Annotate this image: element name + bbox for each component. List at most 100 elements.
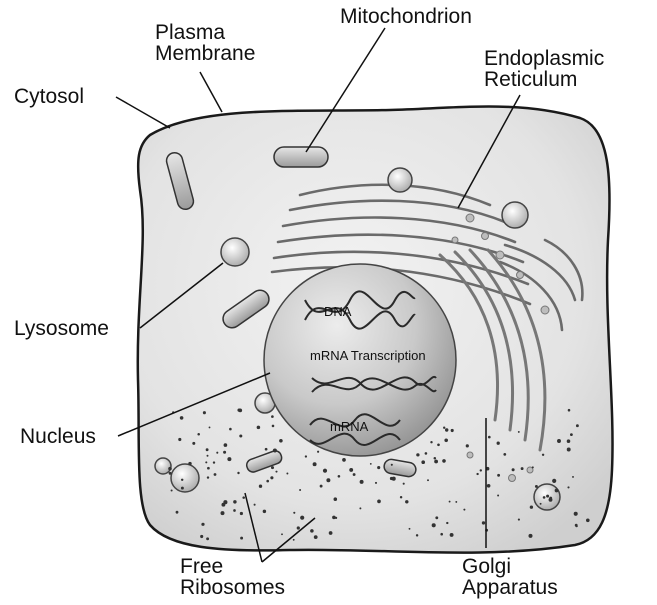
ribosome-dot xyxy=(392,477,396,481)
label-free-ribosomes: Free Ribosomes xyxy=(180,556,285,598)
ribosome-dot xyxy=(528,534,532,538)
ribosome-dot xyxy=(310,529,314,533)
ribosome-dot xyxy=(442,459,446,463)
ribosome-dot xyxy=(444,439,448,443)
ribosome-dot xyxy=(567,439,571,443)
ribosome-dot xyxy=(353,473,356,476)
label-golgi-apparatus: Golgi Apparatus xyxy=(462,556,558,598)
ribosome-dot xyxy=(466,444,469,447)
ribosome-dot xyxy=(450,533,454,537)
ribosome-dot xyxy=(338,475,341,478)
ribosome-dot xyxy=(532,466,534,468)
ribosome-dot xyxy=(377,466,380,469)
ribosome-dot xyxy=(273,448,277,452)
ribosome-dot xyxy=(518,431,520,433)
ribosome-dot xyxy=(480,469,482,471)
ribosome-dot xyxy=(227,457,231,461)
ribosome-dot xyxy=(342,458,346,462)
ribosome-dot xyxy=(275,471,277,473)
ribosome-dot xyxy=(271,415,274,418)
ribosome-dot xyxy=(370,463,372,465)
label-nucleus: Nucleus xyxy=(20,426,96,447)
ribosome-dot xyxy=(201,524,203,526)
label-plasma-membrane: Plasma Membrane xyxy=(155,22,255,64)
ribosome-dot xyxy=(451,429,454,432)
ribosome-dot xyxy=(543,496,546,499)
ribosome-dot xyxy=(497,442,500,445)
ribosome-dot xyxy=(567,448,571,452)
ribosome-dot xyxy=(497,474,500,477)
ribosome-dot xyxy=(552,479,556,483)
ribosome-dot xyxy=(203,411,206,414)
ribosome-dot xyxy=(575,525,577,527)
ribosome-dot xyxy=(435,516,438,519)
ribosome-dot xyxy=(432,523,436,527)
ribosome-dot xyxy=(178,438,181,441)
ribosome-dot xyxy=(314,535,318,539)
ribosome-dot xyxy=(207,476,209,478)
label-endoplasmic-reticulum: Endoplasmic Reticulum xyxy=(484,48,604,90)
ribosome-dot xyxy=(293,539,295,541)
ribosome-dot xyxy=(317,451,319,453)
ribosome-dot xyxy=(434,457,437,460)
ribosome-dot xyxy=(214,473,217,476)
ribosome-dot xyxy=(299,489,301,491)
ribosome-dot xyxy=(375,482,377,484)
ribosome-dot xyxy=(209,426,211,428)
ribosome-dot xyxy=(512,468,515,471)
ribosome-dot xyxy=(403,483,405,485)
ribosome-dot xyxy=(237,472,239,474)
ribosome-dot xyxy=(207,467,210,470)
ribosome-dot xyxy=(332,516,336,520)
ribosome-dot xyxy=(223,451,226,454)
ribosome-dot xyxy=(568,409,571,412)
ribosome-dot xyxy=(455,501,457,503)
ribosome-dot xyxy=(213,461,215,463)
mrna-transcription-label: mRNA Transcription xyxy=(310,348,426,363)
ribosome-dot xyxy=(197,433,200,436)
ribosome-dot xyxy=(555,489,559,493)
ribosome-dot xyxy=(482,521,485,524)
ribosome-dot xyxy=(240,512,243,515)
ribosome-dot xyxy=(286,473,288,475)
ribosome-dot xyxy=(359,507,361,509)
dna-label: DNA xyxy=(324,304,352,319)
ribosome-dot xyxy=(180,416,184,420)
ribosome-dot xyxy=(377,500,381,504)
ribosome-dot xyxy=(574,512,578,516)
ribosome-dot xyxy=(305,455,307,457)
ribosome-dot xyxy=(181,479,183,481)
ribosome-dot xyxy=(497,495,499,497)
ribosome-dot xyxy=(293,512,295,514)
ribosome-dot xyxy=(297,526,300,529)
mrna-label: mRNA xyxy=(330,419,369,434)
ribosome-dot xyxy=(503,453,506,456)
ribosome-dot xyxy=(445,428,448,431)
ribosome-dot xyxy=(300,516,304,520)
ribosome-dot xyxy=(239,434,242,437)
ribosome-dot xyxy=(279,439,283,443)
ribosome-dot xyxy=(440,533,443,536)
ribosome-dot xyxy=(206,537,209,540)
label-cytosol: Cytosol xyxy=(14,86,84,107)
ribosome-dot xyxy=(205,461,207,463)
ribosome-dot xyxy=(320,485,323,488)
ribosome-dot xyxy=(240,537,243,540)
ribosome-dot xyxy=(400,496,402,498)
ribosome-dot xyxy=(259,485,262,488)
ribosome-dot xyxy=(200,535,203,538)
ribosome-dot xyxy=(169,472,172,475)
ribosome-dot xyxy=(409,528,411,530)
ribosome-dot xyxy=(266,480,269,483)
ribosome-dot xyxy=(207,455,209,457)
ribosome-dot xyxy=(476,473,478,475)
ribosome-dot xyxy=(313,462,317,466)
label-mitochondrion: Mitochondrion xyxy=(340,6,472,27)
ribosome-dot xyxy=(430,441,432,443)
ribosome-dot xyxy=(171,489,173,491)
ribosome-dot xyxy=(542,454,544,456)
ribosome-dot xyxy=(349,468,353,472)
ribosome-dot xyxy=(265,448,268,451)
ribosome-dot xyxy=(488,436,491,439)
ribosome-dot xyxy=(168,467,172,471)
